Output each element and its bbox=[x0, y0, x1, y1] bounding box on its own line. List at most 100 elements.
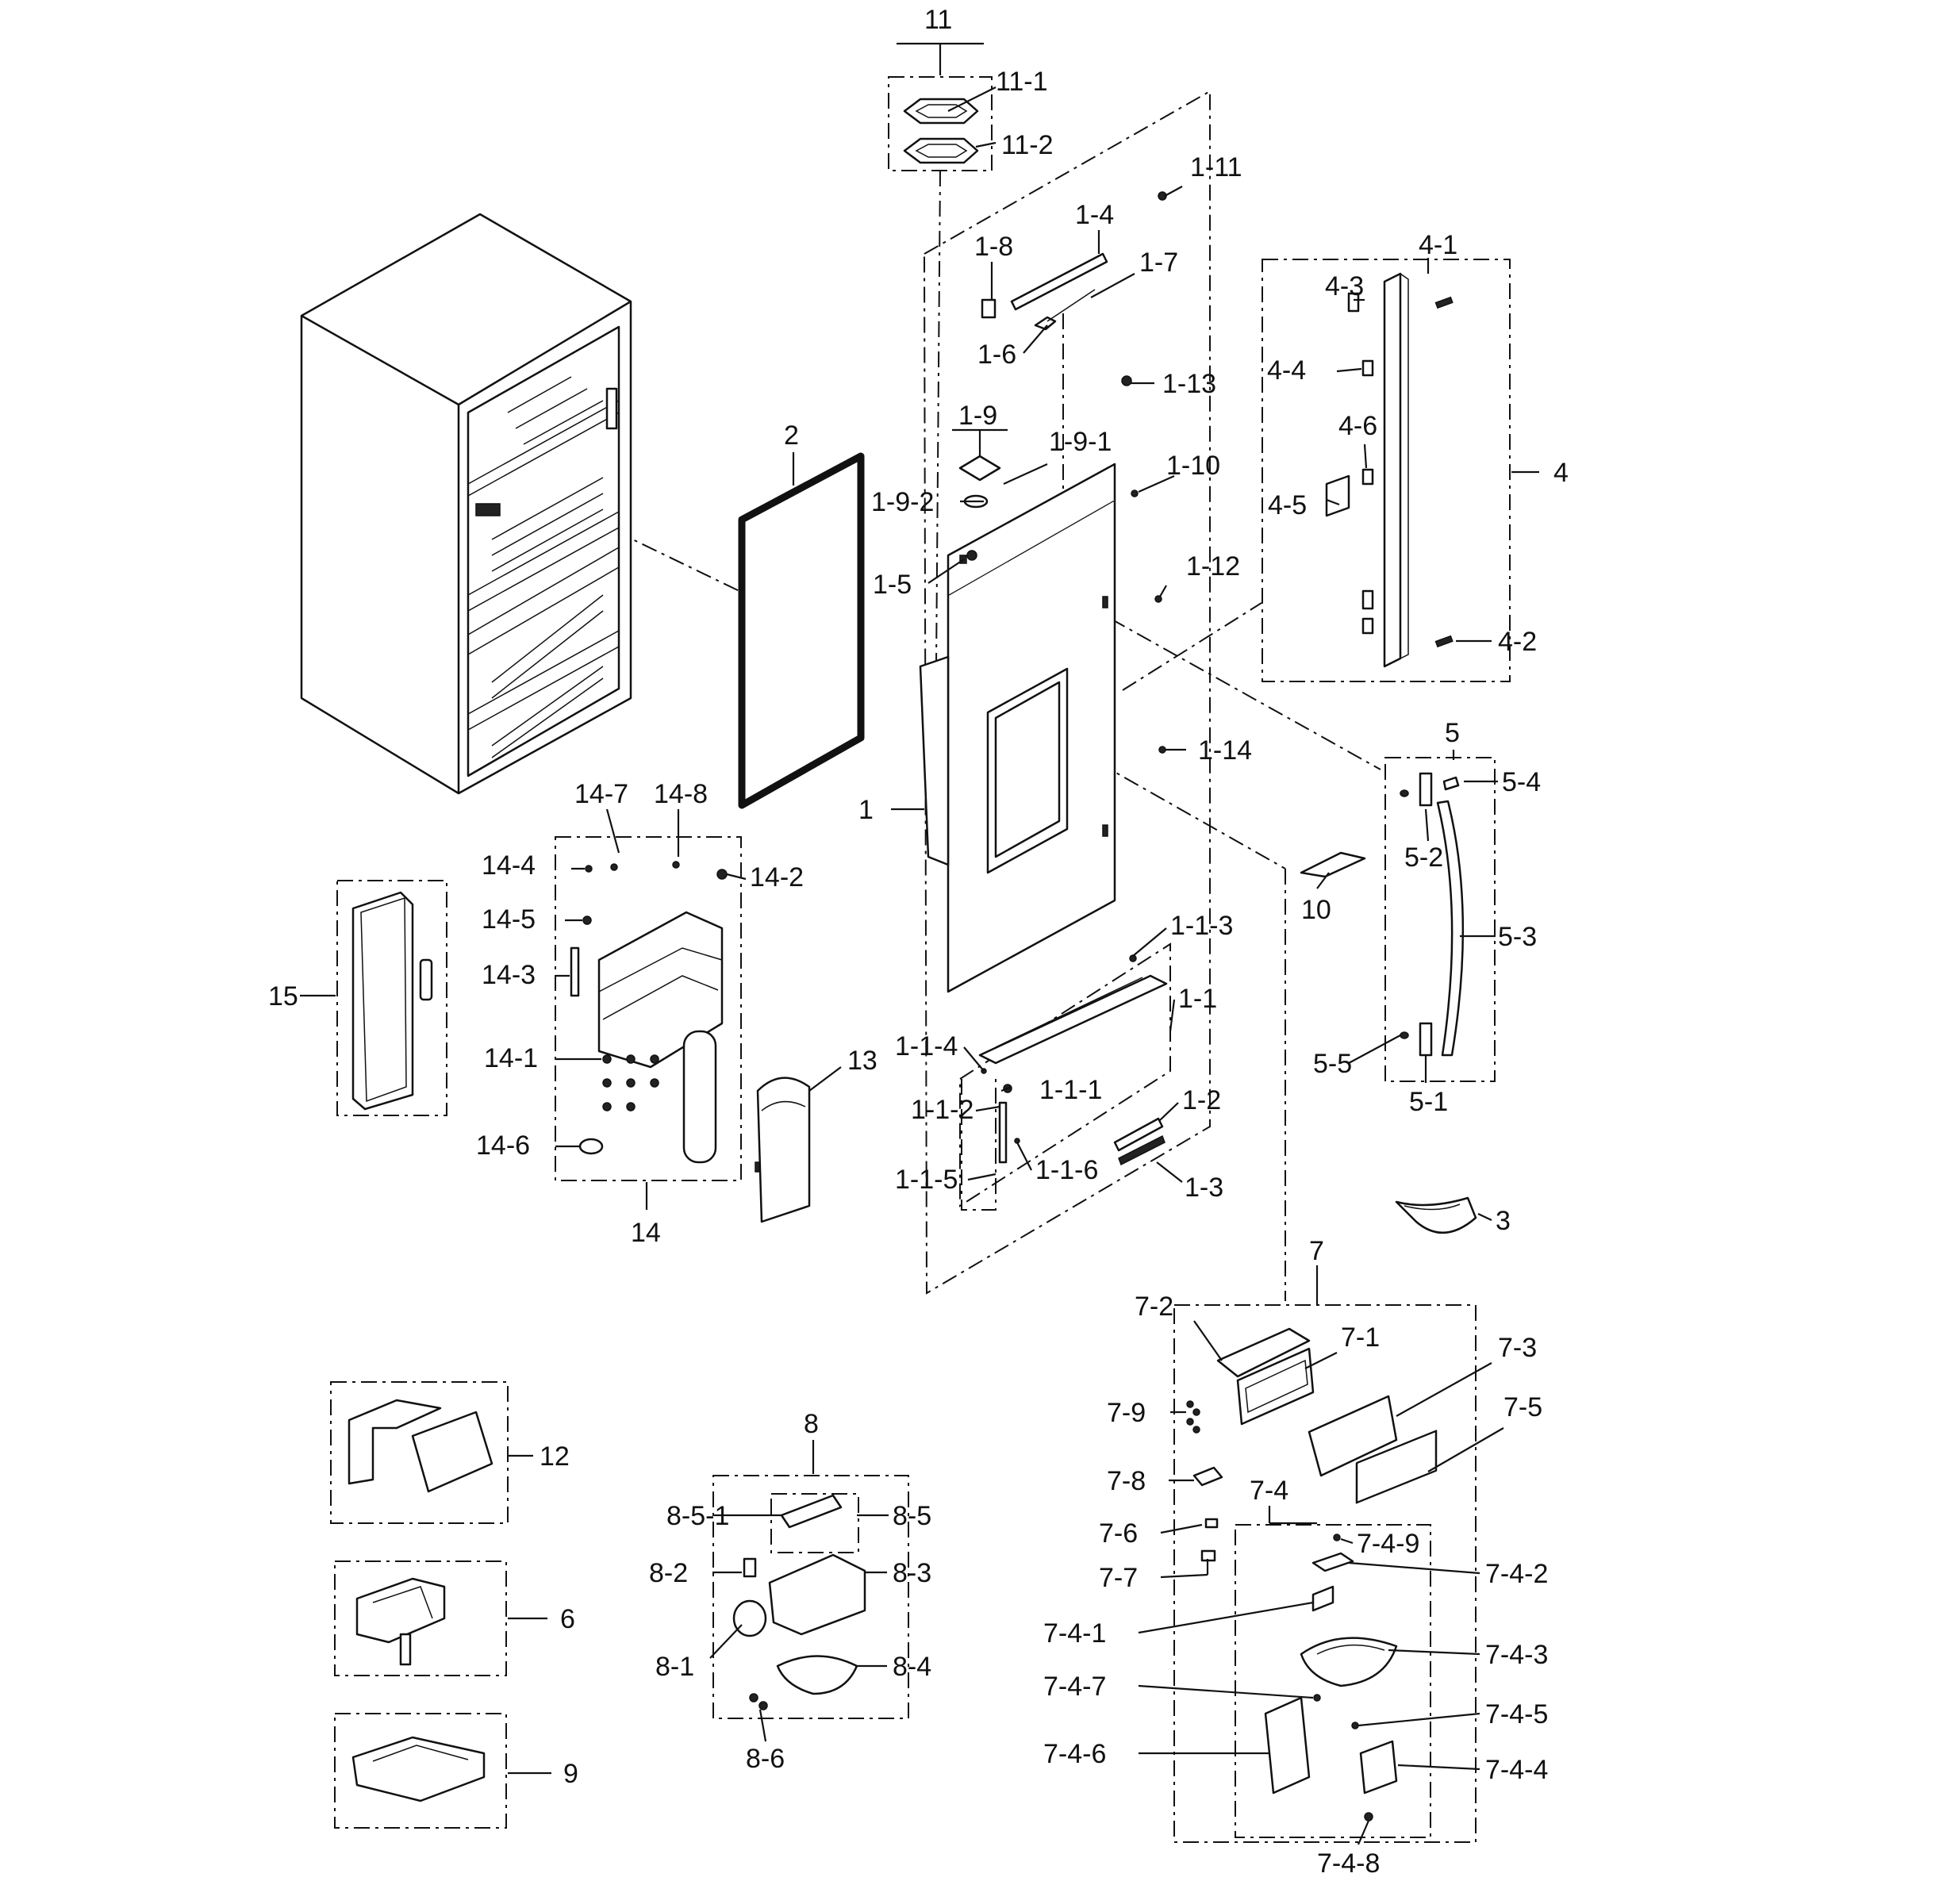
label-14-3: 14-3 bbox=[482, 960, 536, 990]
label-8-4: 8-4 bbox=[893, 1652, 931, 1682]
label-14-5: 14-5 bbox=[482, 904, 536, 935]
label-7-4-4: 7-4-4 bbox=[1485, 1755, 1548, 1785]
leader-lines bbox=[300, 42, 1539, 1845]
label-1-9-1: 1-9-1 bbox=[1049, 427, 1112, 457]
label-5-5: 5-5 bbox=[1313, 1049, 1352, 1079]
label-7: 7 bbox=[1309, 1236, 1324, 1266]
label-14-8: 14-8 bbox=[654, 779, 708, 809]
label-1: 1 bbox=[858, 795, 874, 825]
label-7-3: 7-3 bbox=[1498, 1333, 1537, 1363]
label-1-9-2: 1-9-2 bbox=[871, 487, 934, 517]
label-1-6: 1-6 bbox=[977, 340, 1016, 370]
label-1-1-6: 1-1-6 bbox=[1035, 1155, 1098, 1185]
label-9: 9 bbox=[563, 1759, 578, 1789]
part-11-trims bbox=[903, 98, 979, 164]
part-1-door bbox=[919, 463, 1116, 993]
label-10: 10 bbox=[1301, 895, 1331, 925]
label-14: 14 bbox=[631, 1218, 661, 1248]
label-7-5: 7-5 bbox=[1503, 1392, 1542, 1422]
label-4-3: 4-3 bbox=[1325, 271, 1364, 301]
part-14-icemaker bbox=[570, 861, 728, 1164]
label-3: 3 bbox=[1496, 1206, 1511, 1236]
label-1-14: 1-14 bbox=[1198, 735, 1252, 766]
label-7-4-1: 7-4-1 bbox=[1043, 1618, 1106, 1649]
label-8-5: 8-5 bbox=[893, 1501, 931, 1531]
label-7-7: 7-7 bbox=[1099, 1563, 1138, 1593]
label-5-3: 5-3 bbox=[1498, 922, 1537, 952]
label-1-8: 1-8 bbox=[974, 232, 1013, 262]
part-15-cover bbox=[351, 891, 433, 1111]
part-2-door-gasket bbox=[738, 452, 865, 809]
label-7-4-7: 7-4-7 bbox=[1043, 1672, 1106, 1702]
label-7-4-3: 7-4-3 bbox=[1485, 1640, 1548, 1670]
label-7-1: 7-1 bbox=[1341, 1322, 1380, 1353]
label-8-2: 8-2 bbox=[649, 1558, 688, 1588]
label-1-5: 1-5 bbox=[873, 570, 912, 600]
part-7-4-subassembly bbox=[1264, 1534, 1398, 1821]
label-1-1-5: 1-1-5 bbox=[895, 1165, 958, 1195]
part-13-duct bbox=[755, 1077, 811, 1223]
label-1-2: 1-2 bbox=[1182, 1085, 1221, 1115]
label-7-4-8: 7-4-8 bbox=[1317, 1848, 1380, 1879]
part-6-bucket bbox=[355, 1577, 446, 1666]
part-8-motor bbox=[732, 1494, 866, 1710]
callout-labels: 11 11-1 11-2 1-11 1-4 1-8 1-7 1-6 1-13 1… bbox=[268, 5, 1569, 1879]
part-9-bucket bbox=[351, 1736, 486, 1802]
label-7-4-6: 7-4-6 bbox=[1043, 1739, 1106, 1769]
label-1-1-2: 1-1-2 bbox=[911, 1095, 974, 1125]
label-8-1: 8-1 bbox=[655, 1652, 694, 1682]
label-7-6: 7-6 bbox=[1099, 1518, 1138, 1549]
label-15: 15 bbox=[268, 981, 298, 1012]
label-5-4: 5-4 bbox=[1502, 767, 1541, 797]
label-5-1: 5-1 bbox=[1409, 1087, 1448, 1117]
label-4-1: 4-1 bbox=[1419, 230, 1457, 260]
label-6: 6 bbox=[560, 1604, 575, 1634]
label-14-4: 14-4 bbox=[482, 850, 536, 881]
label-7-2: 7-2 bbox=[1135, 1292, 1173, 1322]
label-14-6: 14-6 bbox=[476, 1130, 530, 1161]
label-11-1: 11-1 bbox=[996, 67, 1048, 97]
label-8-5-1: 8-5-1 bbox=[666, 1501, 729, 1531]
label-7-9: 7-9 bbox=[1107, 1398, 1146, 1428]
part-5-handle bbox=[1400, 772, 1465, 1057]
label-5: 5 bbox=[1445, 718, 1460, 748]
part-1-1-panel bbox=[978, 954, 1168, 1166]
label-14-1: 14-1 bbox=[484, 1043, 538, 1073]
label-1-7: 1-7 bbox=[1139, 248, 1178, 278]
label-14-2: 14-2 bbox=[750, 862, 804, 892]
part-10-plate bbox=[1300, 851, 1366, 878]
group-boxes bbox=[330, 76, 1511, 1843]
label-7-4-2: 7-4-2 bbox=[1485, 1559, 1548, 1589]
label-1-10: 1-10 bbox=[1166, 451, 1220, 481]
label-11-2: 11-2 bbox=[1001, 130, 1054, 160]
refrigerator-cabinet bbox=[300, 213, 632, 795]
label-8-6: 8-6 bbox=[746, 1744, 785, 1774]
part-4-frame bbox=[1325, 272, 1454, 668]
label-1-1-1: 1-1-1 bbox=[1039, 1075, 1102, 1105]
label-1-13: 1-13 bbox=[1162, 369, 1216, 399]
label-1-1-4: 1-1-4 bbox=[895, 1031, 958, 1061]
label-1-4: 1-4 bbox=[1075, 200, 1114, 230]
label-8-3: 8-3 bbox=[893, 1558, 931, 1588]
part-12-bracket bbox=[348, 1399, 493, 1493]
part-3-tray bbox=[1395, 1196, 1477, 1234]
label-4-6: 4-6 bbox=[1338, 411, 1377, 441]
label-7-4-9: 7-4-9 bbox=[1357, 1529, 1419, 1559]
label-1-1-3: 1-1-3 bbox=[1170, 911, 1233, 941]
label-4: 4 bbox=[1553, 458, 1569, 488]
label-1-1: 1-1 bbox=[1178, 984, 1217, 1014]
part-1-hardware bbox=[958, 191, 1167, 754]
label-4-2: 4-2 bbox=[1498, 627, 1537, 657]
label-8: 8 bbox=[804, 1409, 819, 1439]
label-13: 13 bbox=[847, 1046, 877, 1076]
label-1-9: 1-9 bbox=[958, 401, 997, 431]
label-2: 2 bbox=[784, 420, 799, 451]
label-5-2: 5-2 bbox=[1404, 843, 1443, 873]
label-1-12: 1-12 bbox=[1186, 551, 1240, 582]
part-7-dispenser bbox=[1186, 1327, 1438, 1562]
label-4-5: 4-5 bbox=[1268, 490, 1307, 520]
label-7-4-5: 7-4-5 bbox=[1485, 1699, 1548, 1729]
label-4-4: 4-4 bbox=[1267, 355, 1306, 386]
label-1-3: 1-3 bbox=[1185, 1173, 1223, 1203]
